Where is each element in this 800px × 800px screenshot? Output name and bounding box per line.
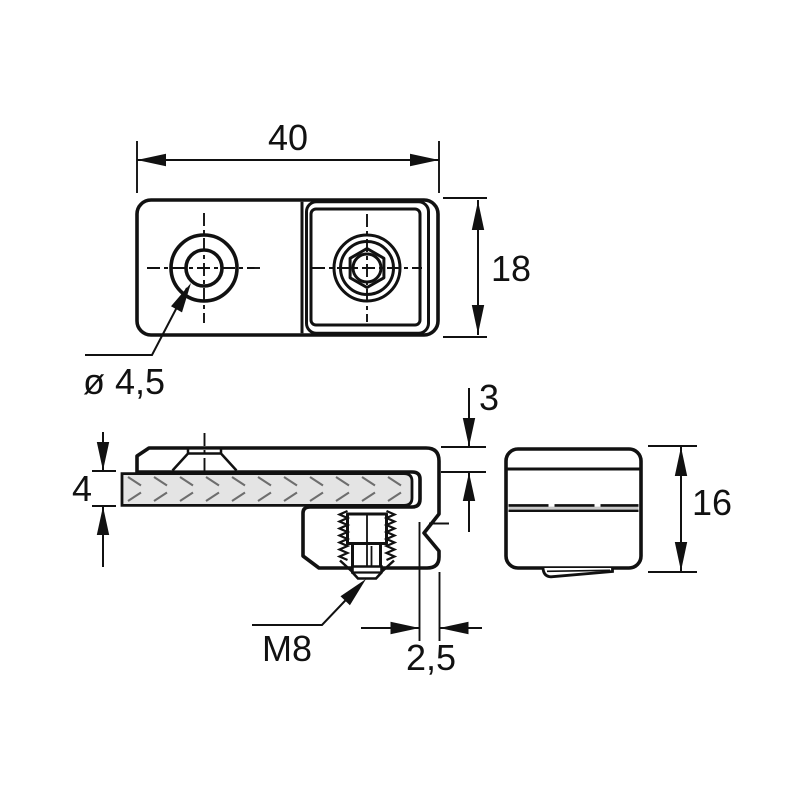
side-view: 16	[504, 445, 732, 579]
leader-line	[252, 582, 363, 626]
screw-tip-outline	[541, 567, 614, 579]
dim-overall-width-label: 40	[268, 117, 308, 158]
leader-line	[85, 287, 188, 356]
dim-glass-slot: 4	[72, 432, 116, 567]
hex-socket	[348, 247, 386, 289]
set-screw-top	[312, 214, 422, 322]
glass-panel	[120, 472, 414, 507]
sliding-part-outline	[305, 200, 430, 335]
dim-edge-distance-label: 2,5	[406, 637, 456, 678]
dim-overall-depth-label: 18	[491, 248, 531, 289]
dim-overall-height: 16	[648, 445, 732, 573]
dim-hole-diameter: ø 4,5	[83, 283, 191, 402]
top-view-body-outline	[135, 198, 440, 337]
arrowhead-up	[471, 201, 485, 230]
glass-slot-edge	[508, 504, 639, 512]
sliding-part-inner-square	[309, 207, 422, 327]
slot-gap-fill	[508, 506, 639, 510]
thread-exit-chamfer	[339, 559, 395, 573]
arrowhead-down	[674, 542, 688, 571]
thread-profile-left	[336, 509, 351, 562]
dim-edge-distance: 2,5	[361, 522, 482, 678]
arrowhead-left	[137, 153, 166, 167]
arrowhead-down	[471, 305, 485, 334]
dim-plate-thickness-label: 3	[479, 377, 499, 418]
mount-hole	[147, 213, 261, 323]
dim-glass-slot-label: 4	[72, 468, 92, 509]
arrowhead-left	[439, 621, 469, 635]
section-view: 4 3 2,5 M8	[72, 377, 499, 678]
arrowhead-up	[674, 447, 688, 476]
dim-overall-width: 40	[136, 117, 440, 193]
dim-hole-diameter-label: ø 4,5	[83, 361, 165, 402]
dim-plate-thickness: 3	[441, 377, 499, 532]
dim-overall-depth: 18	[443, 197, 531, 338]
screw-tip-edge-line	[546, 569, 611, 573]
dim-overall-height-label: 16	[692, 482, 732, 523]
top-view: 40 18 ø 4,5	[83, 117, 531, 402]
thread-profile-right	[383, 509, 398, 562]
glass-hatch	[122, 473, 412, 506]
leader-arrowhead	[171, 283, 191, 313]
arrowhead-up	[96, 506, 110, 535]
screw-tip-side	[541, 567, 614, 579]
arrowhead-right	[410, 153, 439, 167]
dim-thread-label: M8	[262, 628, 312, 669]
arrowhead-right	[390, 621, 420, 635]
countersunk-hole-section	[171, 433, 238, 472]
arrowhead-up	[462, 472, 476, 501]
leader-arrowhead	[340, 579, 366, 606]
arrowhead-down	[462, 418, 476, 447]
clamp-body-section	[135, 446, 441, 570]
arrowhead-down	[96, 442, 110, 471]
dim-thread: M8	[252, 579, 366, 669]
set-screw-section	[336, 509, 398, 580]
